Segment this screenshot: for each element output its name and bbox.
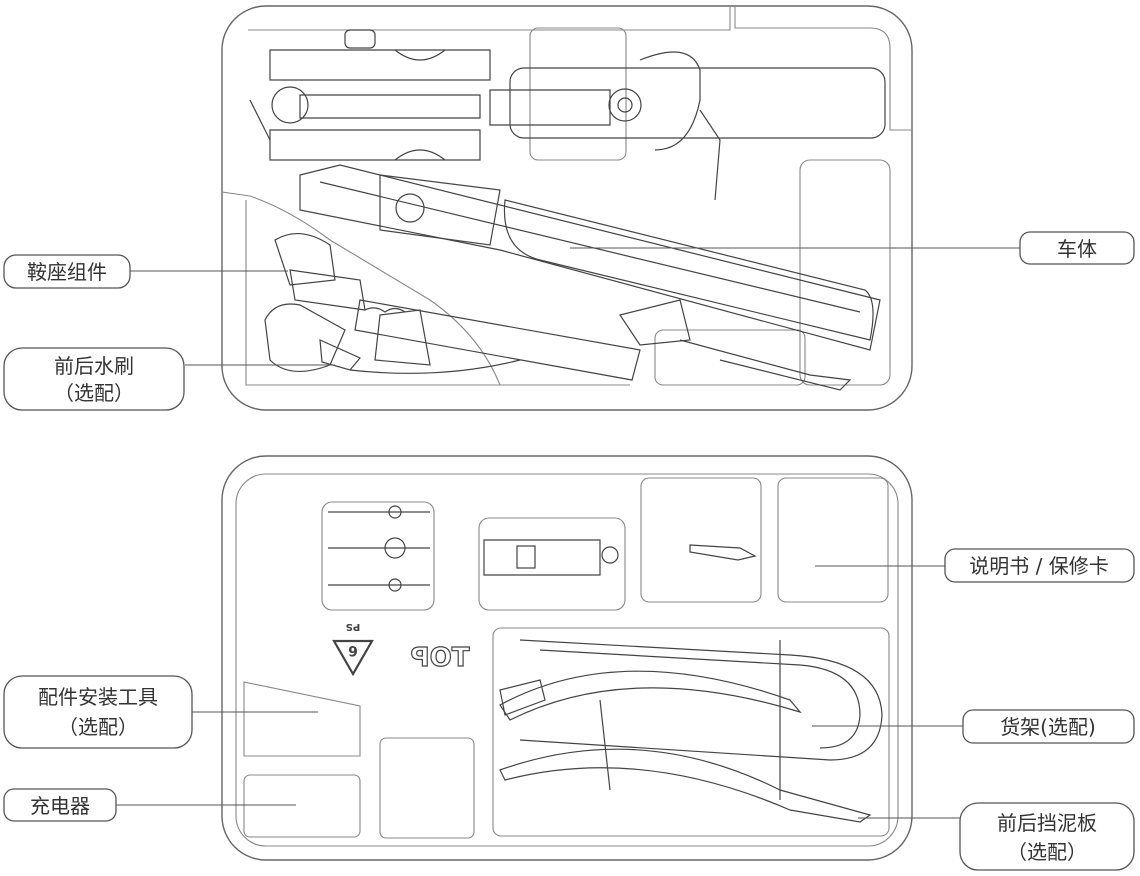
callout-tools: 配件安装工具 （选配） [3,675,193,749]
label-tools-1: 配件安装工具 [38,685,158,709]
callout-rack: 货架(选配) [962,709,1135,744]
label-fender-1: 前后挡泥板 [997,811,1097,835]
label-body: 车体 [1057,237,1097,261]
callout-wiper: 前后水刷 （选配） [3,347,185,411]
label-fender-2: （选配） [1007,840,1087,864]
label-manual: 说明书 / 保修卡 [969,554,1108,578]
charger-compartment [243,774,361,838]
manual-compartment [640,477,762,603]
small-compartment [379,737,475,839]
lower-tray: TOP 6 PS [221,455,913,861]
stem-inset [478,517,626,611]
label-charger: 充电器 [30,794,90,818]
label-saddle: 鞍座组件 [27,260,107,284]
bike-frame-drawing [299,51,886,391]
tools-compartment [243,681,361,757]
callout-saddle: 鞍座组件 [3,254,131,289]
rack-drawing [499,639,883,800]
handlebar-inset [321,501,435,611]
handlebar-drawing [249,29,491,161]
callout-body: 车体 [1019,231,1135,265]
upper-tray [221,5,913,411]
label-wiper-1: 前后水刷 [54,354,134,378]
rack-compartment [492,627,890,837]
warranty-compartment [777,477,889,603]
recycle-number: 6 [348,642,358,658]
top-marking: TOP [410,642,470,673]
callout-manual: 说明书 / 保修卡 [944,548,1135,583]
fender-drawing [499,670,872,823]
label-wiper-2: （选配） [54,381,134,405]
callout-charger: 充电器 [3,788,117,822]
label-rack: 货架(选配) [1000,715,1096,739]
top-text: TOP [411,643,470,673]
recycle-icon: 6 PS [332,621,374,677]
recycle-material: PS [346,621,361,632]
callout-fender: 前后挡泥板 （选配） [959,802,1135,871]
label-tools-2: （选配） [58,715,138,739]
wiper-drawing [319,339,521,374]
leader-lines [116,247,1020,819]
